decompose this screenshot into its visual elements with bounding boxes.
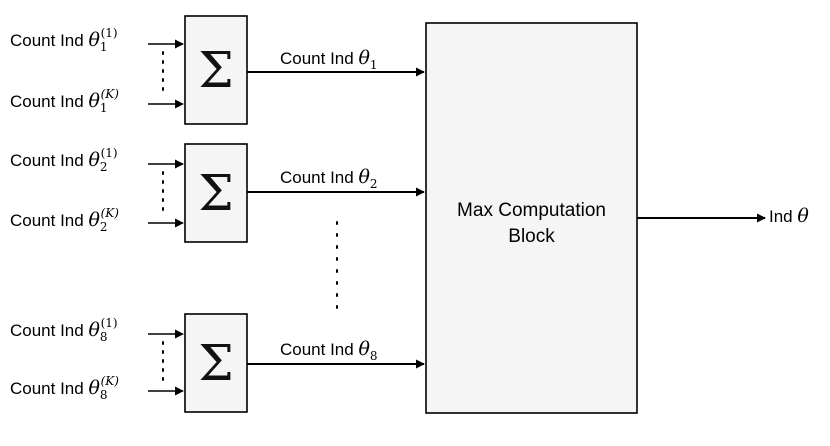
sum-symbol-2: Σ	[198, 164, 234, 222]
sum-output-label-2: Count Ind θ2	[280, 166, 378, 191]
sum-symbol-8: Σ	[198, 334, 234, 392]
sum-output-label-1: Count Ind θ1	[280, 47, 378, 72]
max-block-label-line2: Block	[508, 226, 555, 247]
input-label-2-k: Count Ind θ2(K)	[10, 206, 119, 234]
input-label-8-1: Count Ind θ8(1)	[10, 316, 118, 344]
sum-output-label-8: Count Ind θ8	[280, 338, 378, 363]
sum-block-2	[184, 143, 248, 243]
max-computation-block	[425, 22, 638, 414]
input-label-1-k: Count Ind θ1(K)	[10, 87, 119, 115]
input-label-2-1: Count Ind θ2(1)	[10, 146, 118, 174]
sum-block-1	[184, 15, 248, 125]
input-label-8-k: Count Ind θ8(K)	[10, 374, 119, 402]
sum-symbol-1: Σ	[198, 41, 234, 99]
input-label-1-1: Count Ind θ1(1)	[10, 26, 118, 54]
sum-block-8	[184, 313, 248, 413]
final-output-label: Ind θ	[769, 205, 809, 227]
max-block-label-line1: Max Computation	[457, 200, 606, 221]
